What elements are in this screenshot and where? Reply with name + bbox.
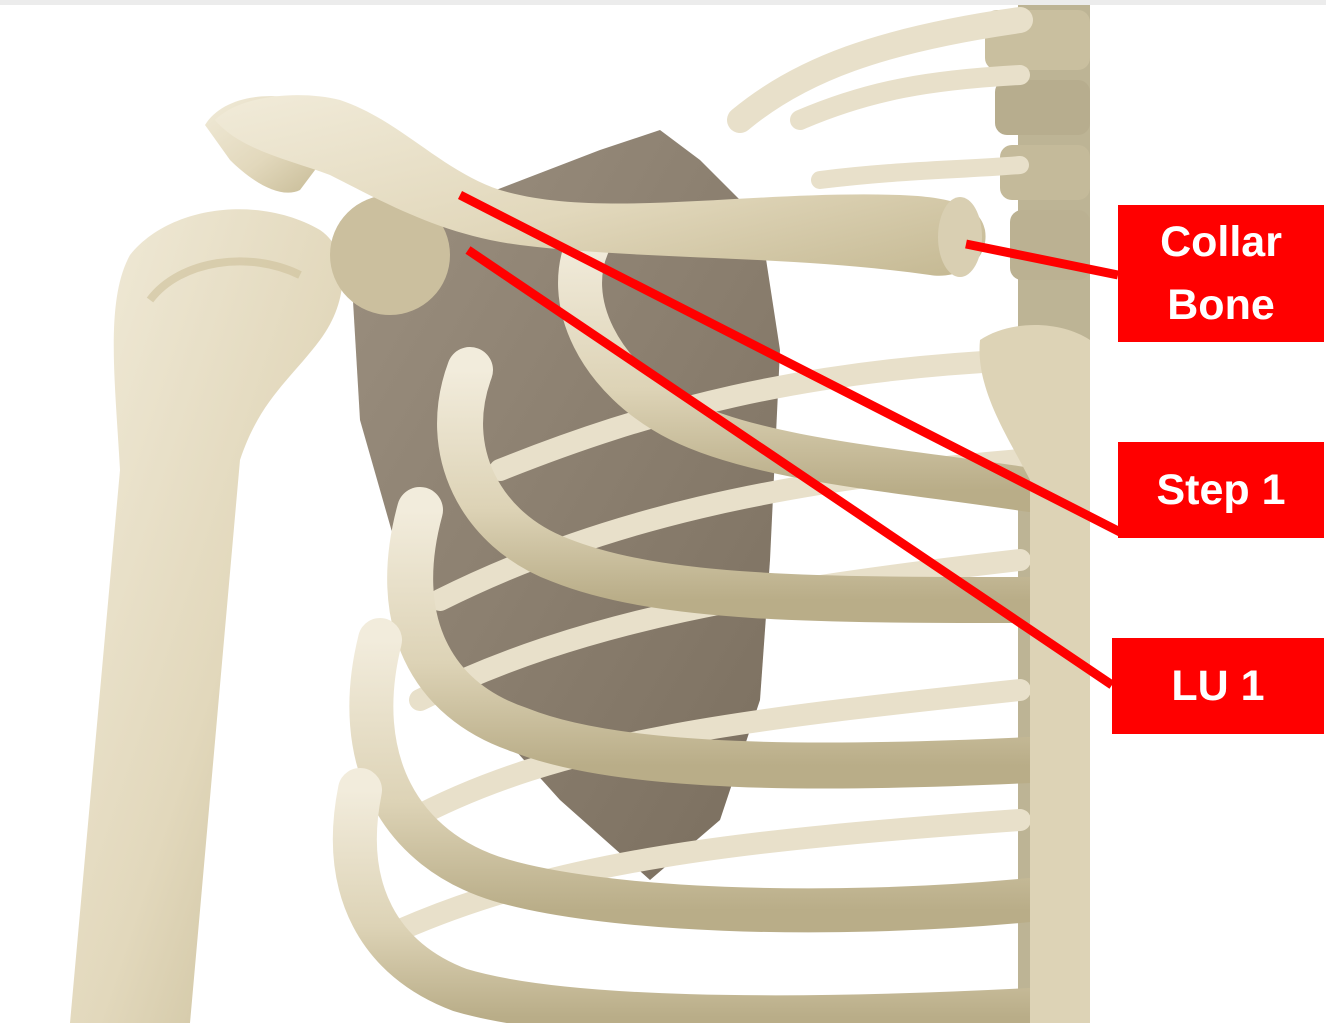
clavicle-end (938, 197, 982, 277)
lu-1-label: LU 1 (1112, 638, 1324, 734)
humerus (70, 209, 343, 1023)
step-1-label: Step 1 (1118, 442, 1324, 538)
collar-bone-label: Collar Bone (1118, 205, 1324, 342)
